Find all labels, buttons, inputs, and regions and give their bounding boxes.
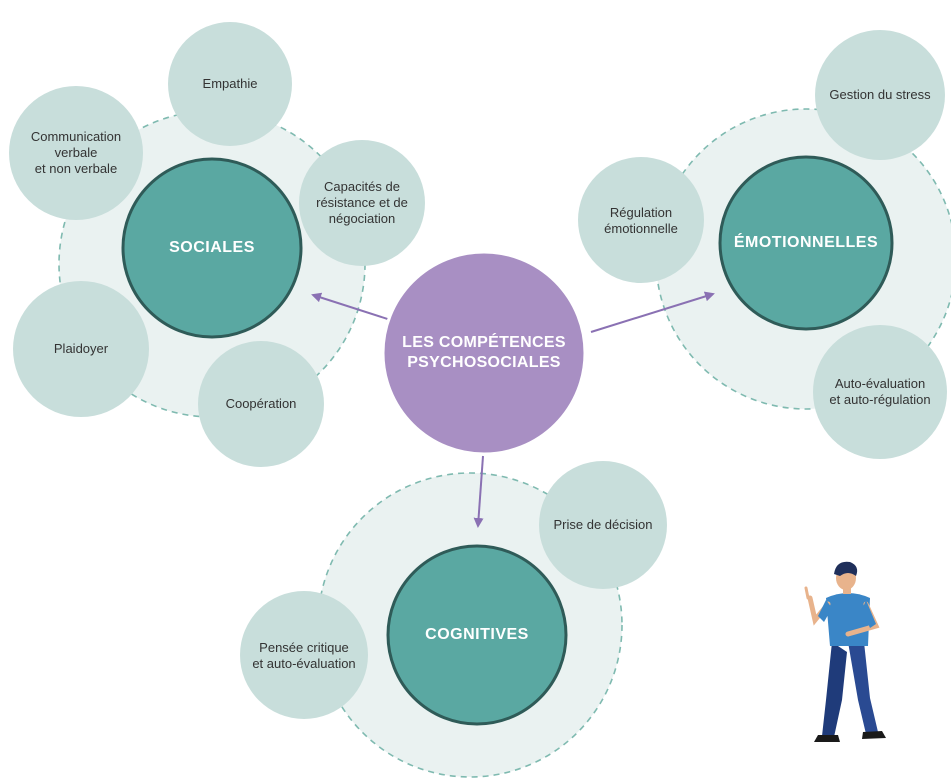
sub-label-pensee-critique: Pensée critique et auto-évaluation xyxy=(252,640,356,671)
sub-circle-auto-evaluation-regulation xyxy=(813,325,947,459)
sub-label-empathie: Empathie xyxy=(202,76,258,91)
sub-label-prise-decision: Prise de décision xyxy=(553,517,653,532)
sub-circle-communication xyxy=(9,86,143,220)
sub-label-cooperation: Coopération xyxy=(225,396,297,411)
group-label-sociales: SOCIALES xyxy=(169,239,255,256)
sub-circle-gestion-stress xyxy=(815,30,945,160)
sub-label-capacites: Capacités de résistance et de négociatio… xyxy=(316,179,408,226)
sub-label-regulation: Régulation émotionnelle xyxy=(604,205,678,236)
sub-circle-empathie xyxy=(168,22,292,146)
sub-circle-prise-decision xyxy=(539,461,667,589)
sub-label-auto-evaluation-regulation: Auto-évaluation et auto-régulation xyxy=(829,376,931,407)
person-illustration xyxy=(804,561,886,742)
sub-circle-cooperation xyxy=(198,341,324,467)
sub-label-plaidoyer: Plaidoyer xyxy=(53,341,109,356)
sub-label-gestion-stress: Gestion du stress xyxy=(829,87,931,102)
group-label-emotionnelles: ÉMOTIONNELLES xyxy=(733,234,879,251)
sub-label-communication: Communication verbale et non verbale xyxy=(30,129,122,176)
sub-circle-pensee-critique xyxy=(240,591,368,719)
center-circle xyxy=(381,250,587,456)
sub-circle-regulation xyxy=(578,157,704,283)
group-label-cognitives: COGNITIVES xyxy=(425,626,529,643)
main-circle-sociales xyxy=(121,157,303,339)
main-circle-emotionnelles xyxy=(718,155,894,331)
sub-circle-plaidoyer xyxy=(13,281,149,417)
main-circle-cognitives xyxy=(386,544,568,726)
sub-circle-capacites xyxy=(299,140,425,266)
arrow-to-sociales xyxy=(311,292,401,324)
arrow-to-emotionnelles xyxy=(590,291,715,333)
arrow-to-cognitives xyxy=(473,455,484,528)
center-label: LES COMPÉTENCES PSYCHOSOCIALES xyxy=(402,334,566,371)
